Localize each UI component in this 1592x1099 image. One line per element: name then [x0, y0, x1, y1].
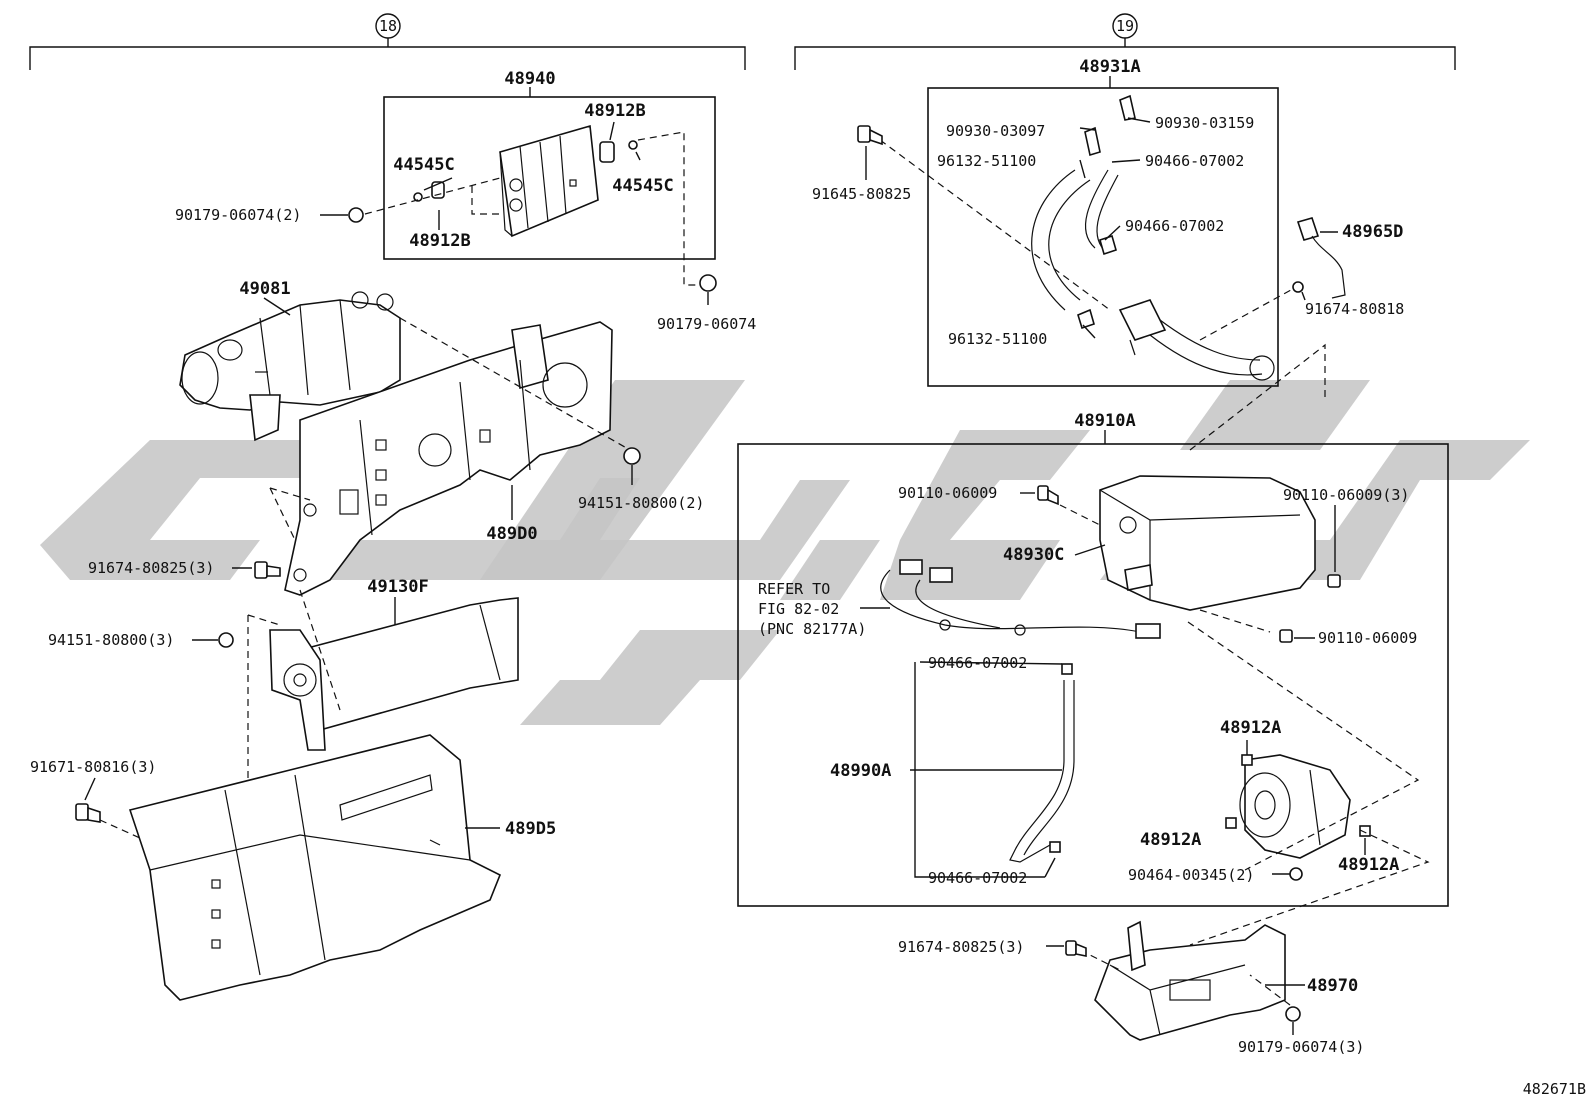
cover-49130F [269, 597, 519, 751]
label-90179-06074: 90179-06074 [657, 315, 756, 333]
pump-motor [1239, 754, 1351, 859]
bolt-90110-06009-3 [1327, 574, 1341, 588]
label-90464-00345-2: 90464-00345(2) [1128, 866, 1254, 884]
label-91645-80825: 91645-80825 [812, 185, 911, 203]
bolt-91674-80818 [1292, 281, 1304, 293]
label-90110-06009-b: 90110-06009 [1318, 629, 1417, 647]
nut-94151-80800-2 [623, 447, 641, 465]
label-90466-07002-d: 90466-07002 [928, 869, 1027, 887]
box-48910A [737, 443, 1449, 907]
hose-assembly [1031, 94, 1275, 381]
label-48912A-right: 48912A [1338, 855, 1399, 875]
actuator-49081 [179, 291, 401, 442]
watermark-logo [40, 380, 1530, 725]
connector-48965D [1296, 217, 1346, 299]
label-90110-06009-3: 90110-06009(3) [1283, 486, 1409, 504]
label-48965D: 48965D [1342, 222, 1403, 242]
label-90466-07002-c: 90466-07002 [928, 654, 1027, 672]
label-90466-07002-a: 90466-07002 [1145, 152, 1244, 170]
section-19-number: 19 [1116, 17, 1134, 35]
label-48990A: 48990A [830, 761, 891, 781]
bolt-91645-80825 [857, 125, 883, 146]
section-19-header: 19 [794, 13, 1456, 70]
label-44545C-right: 44545C [612, 176, 673, 196]
label-91671-80816-3: 91671-80816(3) [30, 758, 156, 776]
label-44545C-left: 44545C [393, 155, 454, 175]
grommet-48912B-top [599, 141, 615, 163]
diagram-id: 482671B [1523, 1080, 1586, 1098]
bolt-91674-80825-3-left [254, 561, 281, 579]
bracket-48970 [1094, 920, 1286, 1041]
box-48940 [383, 96, 716, 260]
bolt-90464-00345-2 [1289, 867, 1303, 881]
tray-489D5 [128, 734, 502, 1001]
label-48912B-top: 48912B [584, 101, 645, 121]
label-48912A-mid: 48912A [1140, 830, 1201, 850]
label-90110-06009-a: 90110-06009 [898, 484, 997, 502]
nut-94151-80800-3 [218, 632, 234, 648]
label-49081: 49081 [239, 279, 290, 299]
label-refer-to: REFER TO [758, 580, 830, 598]
label-48910A: 48910A [1074, 411, 1135, 431]
label-48940: 48940 [504, 69, 555, 89]
bracket-489D0 [284, 321, 613, 596]
nut-90179-06074-2 [348, 207, 364, 223]
reservoir-48930C [1099, 475, 1316, 611]
ecu-part [499, 124, 599, 238]
bolt-91671-80816-3 [75, 803, 101, 823]
bolt-91674-80825-3-right [1065, 940, 1087, 957]
label-96132-51100-bottom: 96132-51100 [948, 330, 1047, 348]
section-18-header: 18 [29, 13, 746, 70]
label-48912A-top: 48912A [1220, 718, 1281, 738]
bolt-90110-06009-a [1037, 485, 1059, 506]
hose-48990A [1009, 663, 1075, 863]
label-489D0: 489D0 [486, 524, 537, 544]
nut-90179-06074 [699, 274, 717, 292]
bolt-90110-06009-b [1279, 629, 1293, 643]
label-94151-80800-2: 94151-80800(2) [578, 494, 704, 512]
label-90179-06074-3: 90179-06074(3) [1238, 1038, 1364, 1056]
spacer-44545C-right [628, 140, 638, 150]
wire-harness [880, 559, 1161, 639]
grommet-48912A-right [1359, 825, 1371, 837]
section-18-number: 18 [379, 17, 397, 35]
nut-90179-06074-3 [1285, 1006, 1301, 1022]
grommet-48912A-mid [1225, 817, 1237, 829]
label-48930C: 48930C [1003, 545, 1064, 565]
label-90179-06074-2: 90179-06074(2) [175, 206, 301, 224]
label-91674-80825-3-right: 91674-80825(3) [898, 938, 1024, 956]
label-48970: 48970 [1307, 976, 1358, 996]
label-refer-pnc: (PNC 82177A) [758, 620, 866, 638]
label-90930-03097: 90930-03097 [946, 122, 1045, 140]
label-91674-80825-3-left: 91674-80825(3) [88, 559, 214, 577]
grommet-48912A-top [1241, 754, 1253, 766]
label-489D5: 489D5 [505, 819, 556, 839]
label-90466-07002-b: 90466-07002 [1125, 217, 1224, 235]
label-49130F: 49130F [367, 577, 428, 597]
box-48931A [927, 87, 1279, 387]
label-96132-51100-top: 96132-51100 [937, 152, 1036, 170]
label-refer-fig: FIG 82-02 [758, 600, 839, 618]
spacer-44545C-left [413, 192, 423, 202]
label-94151-80800-3: 94151-80800(3) [48, 631, 174, 649]
label-91674-80818: 91674-80818 [1305, 300, 1404, 318]
label-48931A: 48931A [1079, 57, 1140, 77]
label-90930-03159: 90930-03159 [1155, 114, 1254, 132]
label-48912B-bottom: 48912B [409, 231, 470, 251]
